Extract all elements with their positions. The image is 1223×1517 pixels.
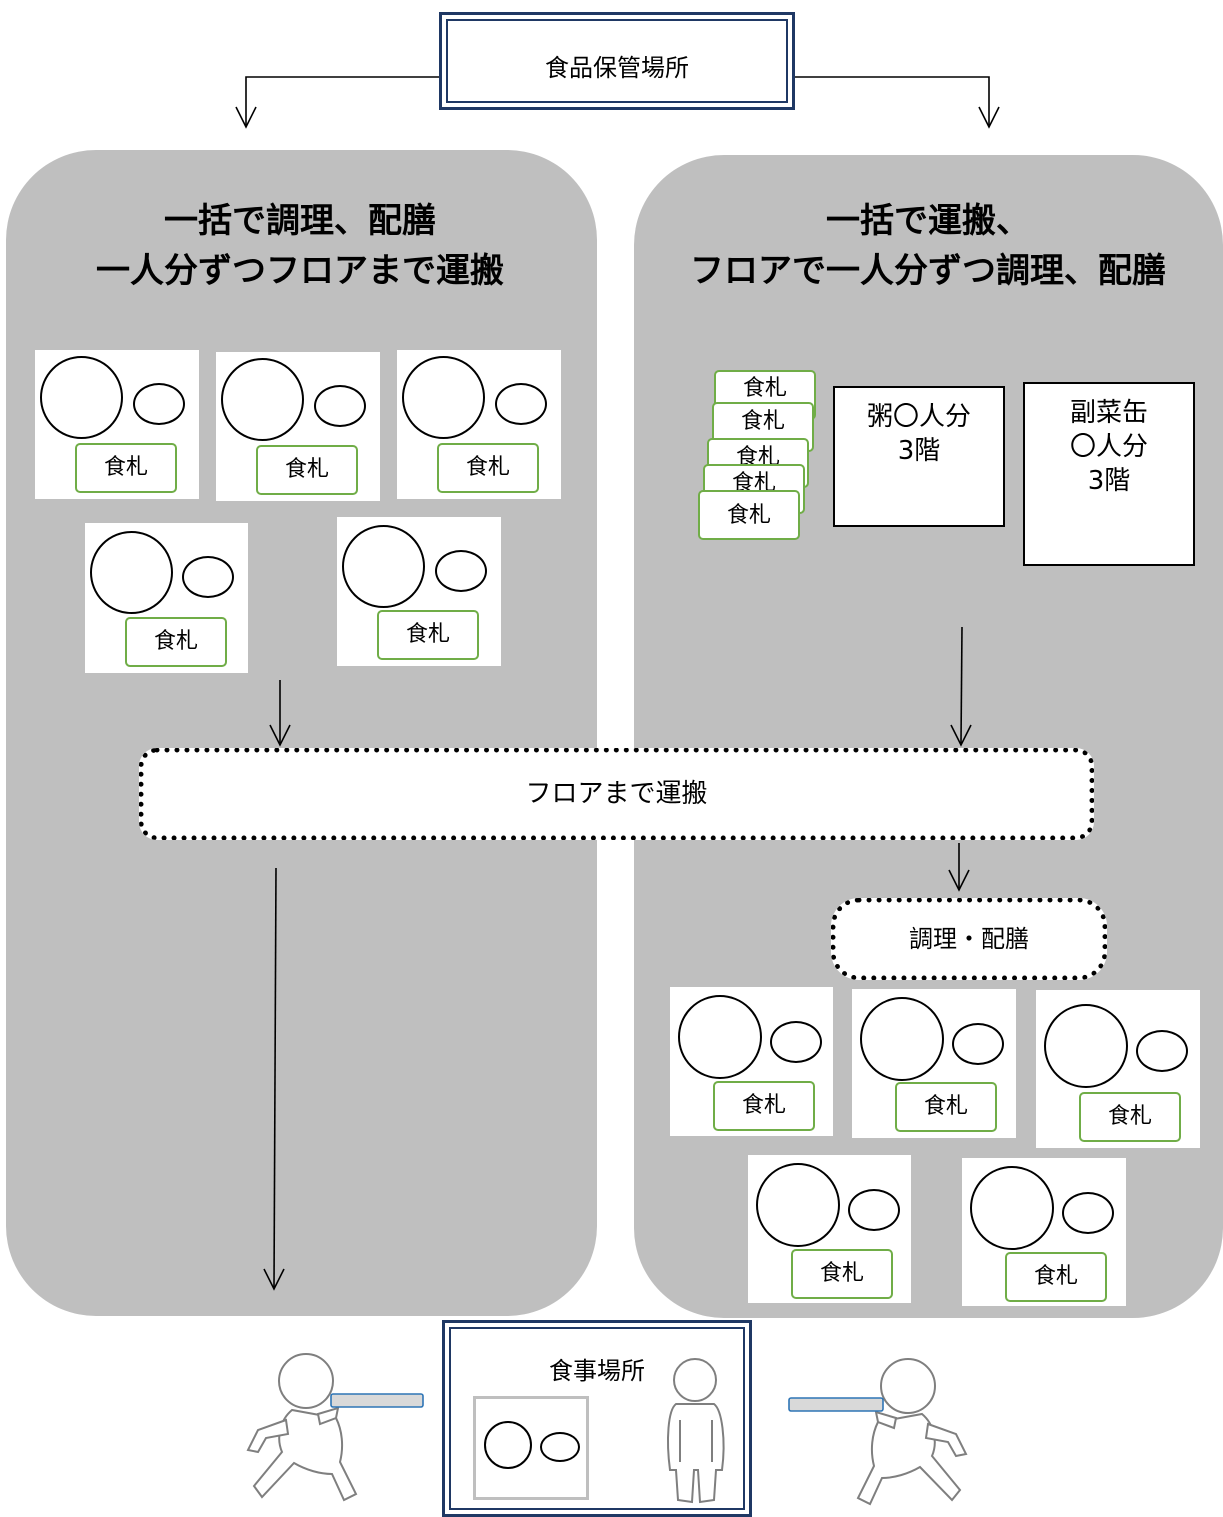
- meal-ticket: 食札: [1079, 1092, 1181, 1142]
- meal-ticket: 食札: [791, 1249, 893, 1299]
- bowl-icon: [182, 556, 234, 598]
- cook-serve-box: 調理・配膳: [831, 898, 1107, 980]
- right-title-line2: フロアで一人分ずつ調理、配膳: [690, 251, 1166, 291]
- meal-ticket: 食札: [1005, 1252, 1107, 1302]
- meal-tray: 食札: [397, 350, 561, 499]
- bowl-icon: [770, 1021, 822, 1063]
- bowl-icon: [540, 1432, 580, 1462]
- meal-ticket: 食札: [125, 617, 227, 667]
- meal-tray: 食札: [670, 987, 833, 1136]
- plate-icon: [860, 997, 944, 1081]
- dining-tray: [473, 1396, 589, 1500]
- meal-ticket: 食札: [698, 490, 800, 540]
- porridge-box-line2: 3階: [897, 436, 941, 466]
- meal-tray: 食札: [85, 523, 248, 673]
- transport-to-floor-box: フロアまで運搬: [139, 748, 1094, 840]
- plate-icon: [678, 995, 762, 1079]
- meal-ticket: 食札: [703, 464, 805, 514]
- left-tray-icon: [330, 1393, 424, 1408]
- right-carrier-icon: [856, 1358, 968, 1506]
- plate-icon: [1044, 1004, 1128, 1088]
- right-panel-title: 一括で運搬、 フロアで一人分ずつ調理、配膳: [648, 196, 1208, 296]
- meal-tray: 食札: [1036, 990, 1200, 1148]
- bowl-icon: [495, 383, 547, 425]
- meal-ticket: 食札: [437, 443, 539, 493]
- food-storage-box: 食品保管場所: [439, 12, 795, 110]
- left-title-line2: 一人分ずつフロアまで運搬: [96, 251, 504, 291]
- side-dish-box-line1: 副菜缶: [1069, 398, 1148, 428]
- meal-ticket: 食札: [75, 443, 177, 493]
- left-carrier-icon: [246, 1353, 358, 1502]
- meal-tray: 食札: [337, 517, 501, 666]
- bowl-icon: [314, 385, 366, 427]
- meal-tray: 食札: [216, 352, 380, 501]
- food-storage-label: 食品保管場所: [545, 54, 689, 82]
- bowl-icon: [435, 550, 487, 592]
- plate-icon: [484, 1421, 532, 1469]
- plate-icon: [756, 1163, 840, 1247]
- dining-area-box: 食事場所: [442, 1320, 752, 1517]
- bowl-icon: [1136, 1030, 1188, 1072]
- plate-icon: [402, 356, 485, 439]
- bowl-icon: [133, 383, 185, 425]
- meal-ticket: 食札: [377, 610, 479, 660]
- meal-tray: 食札: [35, 350, 199, 499]
- plate-icon: [221, 358, 304, 441]
- porridge-box-line1: 粥〇人分: [866, 402, 971, 432]
- meal-ticket: 食札: [713, 1081, 815, 1131]
- right-tray-icon: [788, 1397, 884, 1412]
- left-panel-title: 一括で調理、配膳 一人分ずつフロアまで運搬: [20, 196, 580, 296]
- cook-serve-label: 調理・配膳: [909, 925, 1029, 953]
- bowl-icon: [848, 1189, 900, 1231]
- side-dish-bulk-box: 副菜缶 〇人分 3階: [1023, 382, 1195, 566]
- bowl-icon: [1062, 1192, 1114, 1234]
- bowl-icon: [952, 1023, 1004, 1065]
- side-dish-box-line2: 〇人分: [1069, 432, 1148, 462]
- plate-icon: [40, 356, 123, 439]
- side-dish-box-line3: 3階: [1087, 466, 1131, 496]
- porridge-bulk-box: 粥〇人分 3階: [833, 386, 1005, 527]
- plate-icon: [90, 531, 173, 614]
- dining-area-label: 食事場所: [549, 1357, 645, 1385]
- meal-tray: 食札: [962, 1158, 1126, 1306]
- meal-tray: 食札: [852, 989, 1016, 1138]
- plate-icon: [342, 525, 425, 608]
- left-panel: [6, 150, 597, 1316]
- meal-ticket: 食札: [256, 445, 358, 495]
- meal-tray: 食札: [748, 1155, 911, 1303]
- transport-to-floor-label: フロアまで運搬: [525, 779, 708, 809]
- right-title-line1: 一括で運搬、: [826, 201, 1030, 241]
- meal-ticket: 食札: [895, 1082, 997, 1132]
- ticket-stack: 食札 食札 食札 食札 食札: [696, 370, 818, 542]
- left-title-line1: 一括で調理、配膳: [164, 201, 436, 241]
- plate-icon: [970, 1166, 1054, 1250]
- standing-person-icon: [667, 1358, 725, 1504]
